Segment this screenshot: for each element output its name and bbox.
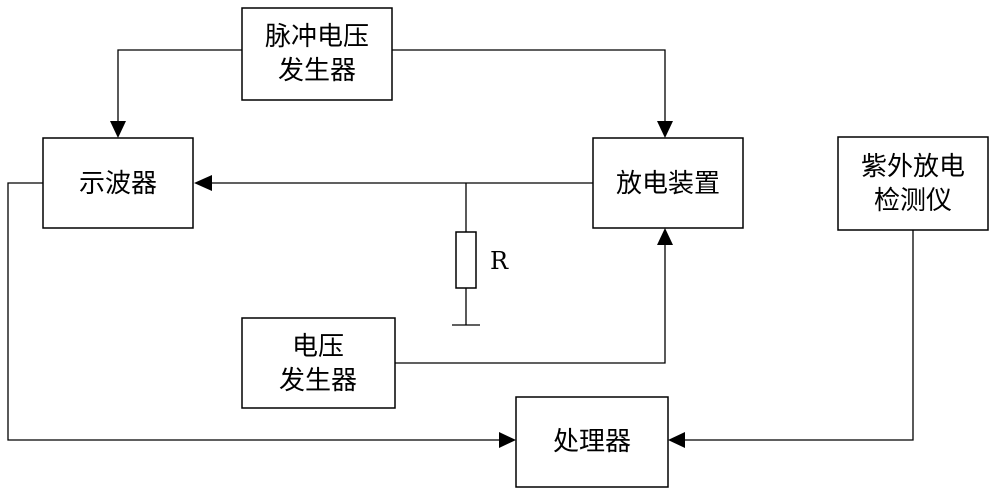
uv-detector-label-line1: 紫外放电 bbox=[861, 152, 965, 182]
pulse-generator-label-line1: 脉冲电压 bbox=[265, 22, 369, 52]
wire-voltage-to-discharge bbox=[395, 243, 666, 364]
arrow-into-processor-left bbox=[499, 432, 516, 448]
wire-uv-to-processor bbox=[684, 230, 914, 441]
resistor bbox=[455, 231, 477, 289]
arrow-into-oscilloscope-top bbox=[110, 121, 126, 138]
processor-label: 处理器 bbox=[553, 427, 631, 457]
wire-pulse-to-oscilloscope bbox=[117, 49, 242, 123]
arrow-into-processor-right bbox=[668, 432, 685, 448]
oscilloscope-block: 示波器 bbox=[42, 137, 194, 229]
wire-pulse-to-discharge bbox=[392, 49, 666, 123]
discharge-device-block: 放电装置 bbox=[592, 137, 744, 229]
uv-discharge-detector-block: 紫外放电 检测仪 bbox=[837, 136, 989, 231]
pulse-generator-label-line2: 发生器 bbox=[278, 56, 356, 86]
discharge-device-label: 放电装置 bbox=[616, 169, 720, 199]
uv-detector-label-line2: 检测仪 bbox=[874, 186, 952, 216]
voltage-generator-label-line2: 发生器 bbox=[279, 366, 357, 396]
voltage-generator-block: 电压 发生器 bbox=[241, 317, 396, 409]
resistor-label: R bbox=[490, 247, 509, 275]
processor-block: 处理器 bbox=[515, 396, 669, 488]
arrow-into-discharge-bottom bbox=[657, 228, 673, 245]
pulse-voltage-generator-block: 脉冲电压 发生器 bbox=[241, 7, 393, 101]
oscilloscope-label: 示波器 bbox=[79, 169, 157, 199]
voltage-generator-label-line1: 电压 bbox=[292, 332, 344, 362]
wire-oscilloscope-to-processor bbox=[7, 182, 501, 441]
arrow-into-oscilloscope-right bbox=[194, 175, 212, 191]
arrow-into-discharge-top bbox=[657, 121, 673, 138]
